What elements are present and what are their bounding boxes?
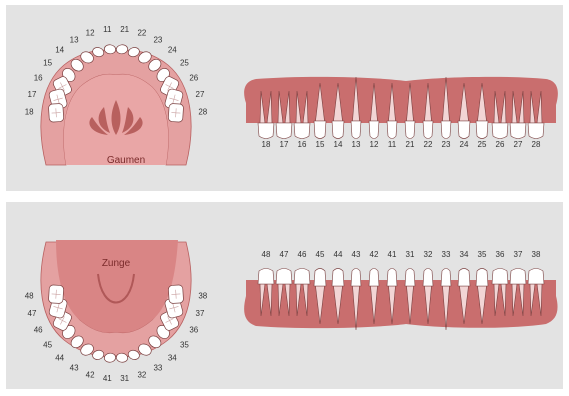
row-tooth-number: 47 (280, 250, 289, 259)
arch-tooth-number: 34 (168, 353, 177, 362)
row-tooth-number: 32 (424, 250, 433, 259)
row-tooth-number: 33 (442, 250, 451, 259)
arch-tooth-number: 24 (168, 46, 177, 55)
row-tooth-number: 28 (532, 140, 541, 149)
arch-tooth-number: 13 (70, 36, 79, 45)
row-tooth-number: 37 (514, 250, 523, 259)
arch-tooth-number: 38 (198, 292, 207, 301)
row-tooth-number: 27 (514, 140, 523, 149)
row-tooth-number: 22 (424, 140, 433, 149)
arch-tooth-48 (48, 285, 64, 304)
arch-tooth-number: 35 (180, 341, 189, 350)
row-tooth-number: 26 (496, 140, 505, 149)
tongue-label: Zunge (102, 258, 131, 269)
arch-tooth-number: 41 (103, 374, 112, 383)
arch-tooth-18 (48, 103, 64, 122)
upper-row-gum (244, 77, 558, 123)
arch-tooth-number: 15 (43, 58, 52, 67)
lower-arch-occlusal-view: Zunge (41, 240, 191, 357)
arch-tooth-number: 28 (198, 108, 207, 117)
arch-tooth-number: 43 (70, 364, 79, 373)
row-tooth-number: 15 (316, 140, 325, 149)
lower-row-tooth-numbers: 48 47 46 45 44 43 42 41 31 32 33 34 35 36 37 38 (262, 250, 541, 259)
row-tooth-number: 23 (442, 140, 451, 149)
arch-tooth-38 (168, 285, 184, 304)
upper-row-side-view (244, 77, 558, 123)
row-tooth-number: 46 (298, 250, 307, 259)
row-tooth-number: 24 (460, 140, 469, 149)
row-tooth-number: 11 (388, 140, 397, 149)
arch-tooth-number: 42 (86, 370, 95, 379)
row-tooth-number: 45 (316, 250, 325, 259)
arch-tooth-number: 48 (25, 292, 34, 301)
arch-tooth-number: 47 (28, 309, 37, 318)
row-tooth-number: 14 (334, 140, 343, 149)
arch-tooth-number: 16 (34, 73, 43, 82)
row-tooth-number: 31 (406, 250, 415, 259)
arch-tooth-number: 45 (43, 341, 52, 350)
arch-tooth-number: 25 (180, 58, 189, 67)
row-tooth-number: 25 (478, 140, 487, 149)
row-tooth-number: 35 (478, 250, 487, 259)
row-tooth-number: 43 (352, 250, 361, 259)
arch-tooth-number: 23 (153, 36, 162, 45)
row-tooth-number: 34 (460, 250, 469, 259)
palate-label: Gaumen (107, 155, 145, 166)
arch-tooth-number: 44 (55, 353, 64, 362)
arch-tooth-number: 36 (189, 326, 198, 335)
arch-tooth-number: 17 (28, 90, 37, 99)
arch-tooth-number: 21 (120, 25, 129, 34)
row-tooth-number: 48 (262, 250, 271, 259)
lower-row-gum (244, 280, 557, 328)
arch-tooth-number: 33 (153, 364, 162, 373)
row-tooth-number: 17 (280, 140, 289, 149)
arch-tooth-28 (168, 103, 184, 122)
arch-tooth-number: 26 (189, 73, 198, 82)
row-tooth-number: 13 (352, 140, 361, 149)
row-tooth-number: 42 (370, 250, 379, 259)
row-tooth-number: 36 (496, 250, 505, 259)
row-tooth-number: 16 (298, 140, 307, 149)
upper-row-tooth-numbers: 18 17 16 15 14 13 12 11 21 22 23 24 25 26 27 28 (262, 140, 541, 149)
lower-row-side-view (244, 280, 557, 328)
arch-tooth-number: 31 (120, 374, 129, 383)
row-tooth-number: 18 (262, 140, 271, 149)
arch-tooth-number: 46 (34, 326, 43, 335)
row-tooth-number: 38 (532, 250, 541, 259)
arch-tooth-number: 32 (137, 370, 146, 379)
arch-tooth-number: 22 (137, 29, 146, 38)
arch-tooth-number: 37 (196, 309, 205, 318)
arch-tooth-number: 12 (86, 29, 95, 38)
arch-tooth-number: 14 (55, 46, 64, 55)
row-tooth-number: 21 (406, 140, 415, 149)
row-tooth-number: 12 (370, 140, 379, 149)
row-tooth-number: 41 (388, 250, 397, 259)
arch-tooth-number: 27 (196, 90, 205, 99)
row-tooth-number: 44 (334, 250, 343, 259)
arch-tooth-number: 11 (103, 25, 112, 34)
arch-tooth-number: 18 (25, 108, 34, 117)
